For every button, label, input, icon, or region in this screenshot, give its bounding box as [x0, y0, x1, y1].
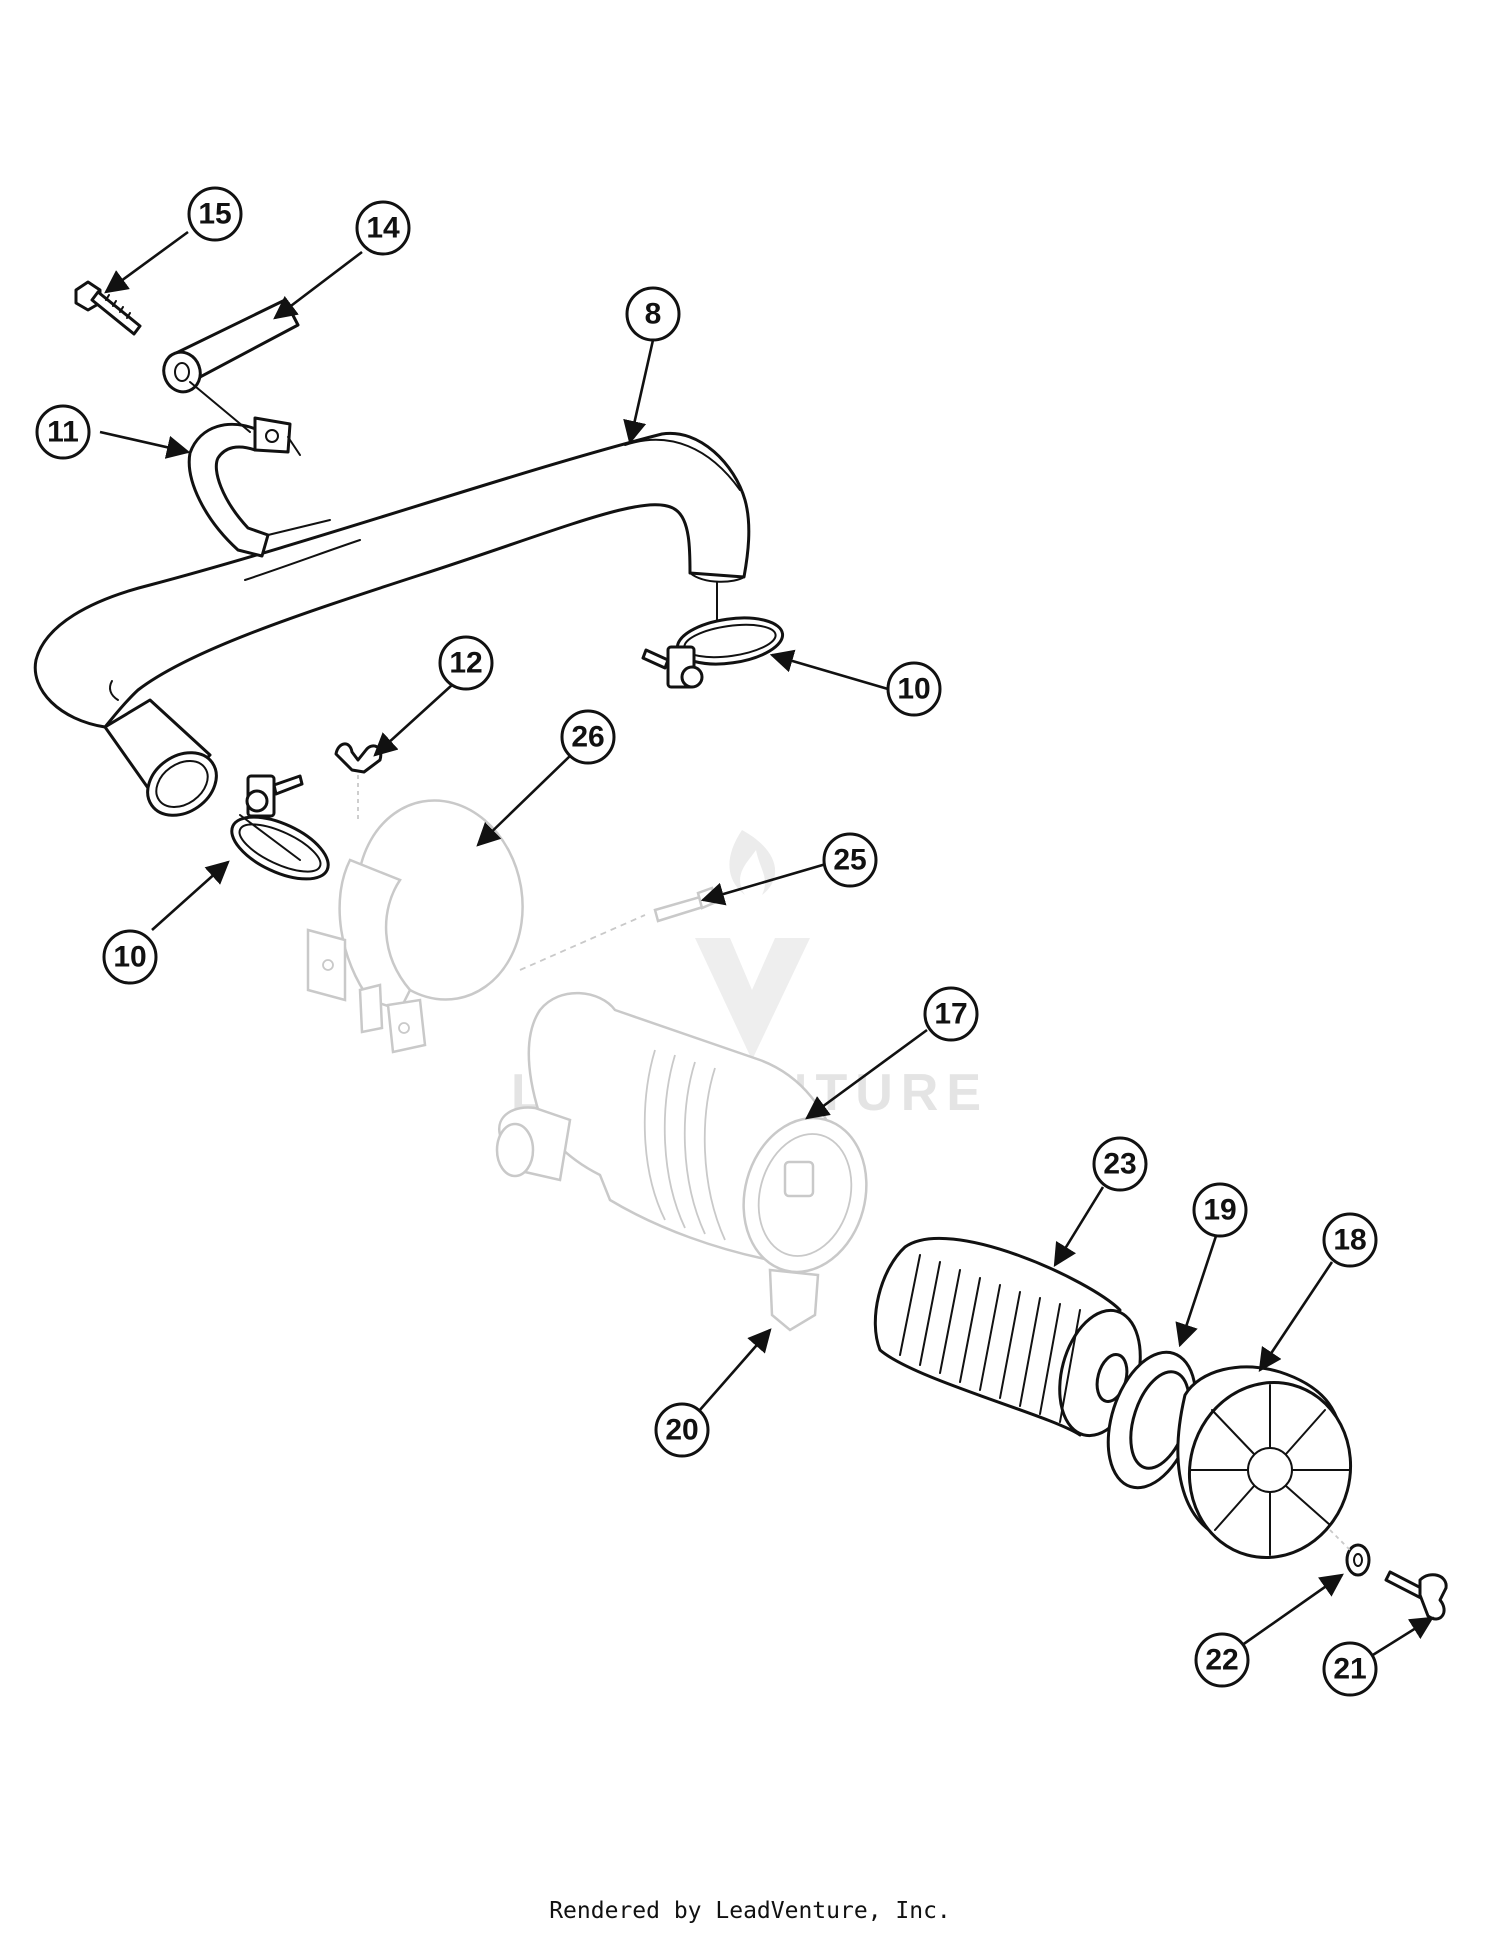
callout-12[interactable]: 12: [438, 635, 494, 691]
callout-26[interactable]: 26: [560, 709, 616, 765]
callout-23[interactable]: 23: [1092, 1136, 1148, 1192]
callout-10a[interactable]: 10: [886, 661, 942, 717]
callout-label: 10: [113, 941, 146, 974]
callout-22[interactable]: 22: [1194, 1632, 1250, 1688]
callout-label: 19: [1203, 1194, 1236, 1227]
hose-part-8: [33, 431, 751, 729]
callout-label: 22: [1205, 1644, 1238, 1677]
hose-coupling: [103, 698, 218, 817]
callout-17[interactable]: 17: [923, 986, 979, 1042]
callout-label: 20: [665, 1414, 698, 1447]
wing-nut-part-12: [334, 742, 383, 820]
callout-8[interactable]: 8: [625, 286, 681, 342]
callout-label: 25: [833, 844, 866, 877]
callout-10b[interactable]: 10: [102, 929, 158, 985]
clamp-part-10-lower: [230, 774, 330, 881]
bolt-part-15: [74, 280, 142, 336]
wing-screw-part-21: [1384, 1570, 1448, 1621]
callout-label: 26: [571, 721, 604, 754]
callout-label: 11: [47, 416, 79, 449]
callout-label: 21: [1333, 1653, 1366, 1686]
bracket-part-11: [187, 416, 331, 558]
callout-label: 15: [198, 198, 231, 231]
callout-label: 10: [897, 673, 930, 706]
clamp-part-10-upper: [641, 581, 785, 689]
callout-label: 12: [449, 647, 482, 680]
callout-label: 23: [1103, 1148, 1136, 1181]
callout-label: 17: [934, 998, 967, 1031]
screw-part-25: [653, 886, 718, 923]
callout-11[interactable]: 11: [35, 404, 91, 460]
cover-part-18: [1176, 1365, 1353, 1559]
air-cleaner-part-17: [495, 991, 868, 1332]
callout-label: 14: [366, 212, 400, 245]
callout-25[interactable]: 25: [822, 832, 878, 888]
spacer-part-14: [162, 298, 300, 433]
callout-19[interactable]: 19: [1192, 1182, 1248, 1238]
callout-21[interactable]: 21: [1322, 1641, 1378, 1697]
callout-18[interactable]: 18: [1322, 1212, 1378, 1268]
callout-14[interactable]: 14: [355, 200, 411, 256]
callout-20[interactable]: 20: [654, 1402, 710, 1458]
callout-label: 18: [1333, 1224, 1366, 1257]
washer-part-22: [1345, 1543, 1371, 1577]
render-credit: Rendered by LeadVenture, Inc.: [549, 1898, 951, 1924]
leader-lines: [99, 230, 1434, 1660]
callout-label: 8: [645, 298, 662, 331]
callout-15[interactable]: 15: [187, 186, 243, 242]
band-part-26: [306, 799, 646, 1054]
